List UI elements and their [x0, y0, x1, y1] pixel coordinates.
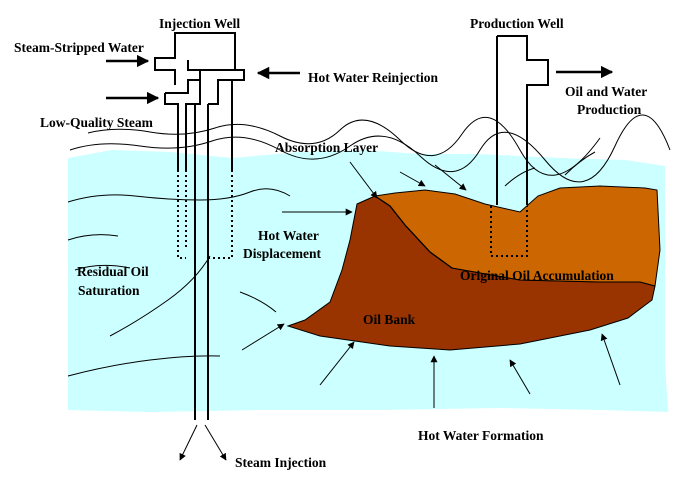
strata-line-5 [74, 264, 131, 271]
steam-stripped-water-label: Steam-Stripped Water [14, 40, 144, 55]
production-well-dotted [490, 206, 528, 257]
hot-water-displacement-label-1: Hot Water [258, 228, 319, 243]
absorption-arrow-2 [399, 171, 426, 187]
strata-line-10 [564, 151, 596, 176]
formation-arrow-4 [600, 333, 621, 386]
strata-line-6 [109, 255, 211, 337]
injection-well-dotted [177, 170, 233, 259]
hot-water-formation-label: Hot Water Formation [418, 428, 544, 443]
formation-arrow-1 [319, 341, 355, 386]
strata-line-7 [67, 355, 221, 377]
oil-water-production-label-1: Oil and Water [565, 84, 647, 99]
low-quality-steam-label: Low-Quality Steam [40, 115, 154, 130]
hot-water-displacement-label-2: Displacement [243, 246, 321, 261]
hot-water-reinjection-label: Hot Water Reinjection [308, 70, 438, 85]
strata-line-top [87, 116, 601, 176]
oil-water-production-label-2: Production [577, 102, 642, 117]
oil-bank-label: Oil Bank [363, 312, 416, 327]
flow-arrows [106, 54, 621, 461]
residual-oil-label-1: Residual Oil [77, 264, 149, 279]
steam-injection-label: Steam Injection [235, 455, 327, 470]
absorption-arrow-1 [349, 161, 378, 199]
absorption-layer-label: Absorption Layer [275, 140, 378, 155]
injection-well-label: Injection Well [159, 16, 240, 31]
production-well-label: Production Well [470, 16, 564, 31]
steam-injection-arrow-left [179, 424, 198, 461]
production-well [496, 35, 549, 205]
strata-line-9 [504, 167, 536, 187]
injection-well [154, 32, 245, 420]
oil-bank-divide [374, 195, 453, 269]
strata-line-3 [67, 188, 291, 203]
residual-oil-label-2: Saturation [78, 283, 140, 298]
original-oil-label: Original Oil Accumulation [460, 268, 614, 283]
strata-line-8 [239, 291, 277, 313]
strata-line-2 [69, 114, 671, 183]
strata-line-4 [67, 234, 119, 241]
steam-injection-arrow-right [204, 424, 227, 461]
absorption-arrow-3 [434, 164, 467, 191]
formation-arrow-left [241, 323, 285, 351]
formation-arrow-3 [509, 359, 531, 395]
